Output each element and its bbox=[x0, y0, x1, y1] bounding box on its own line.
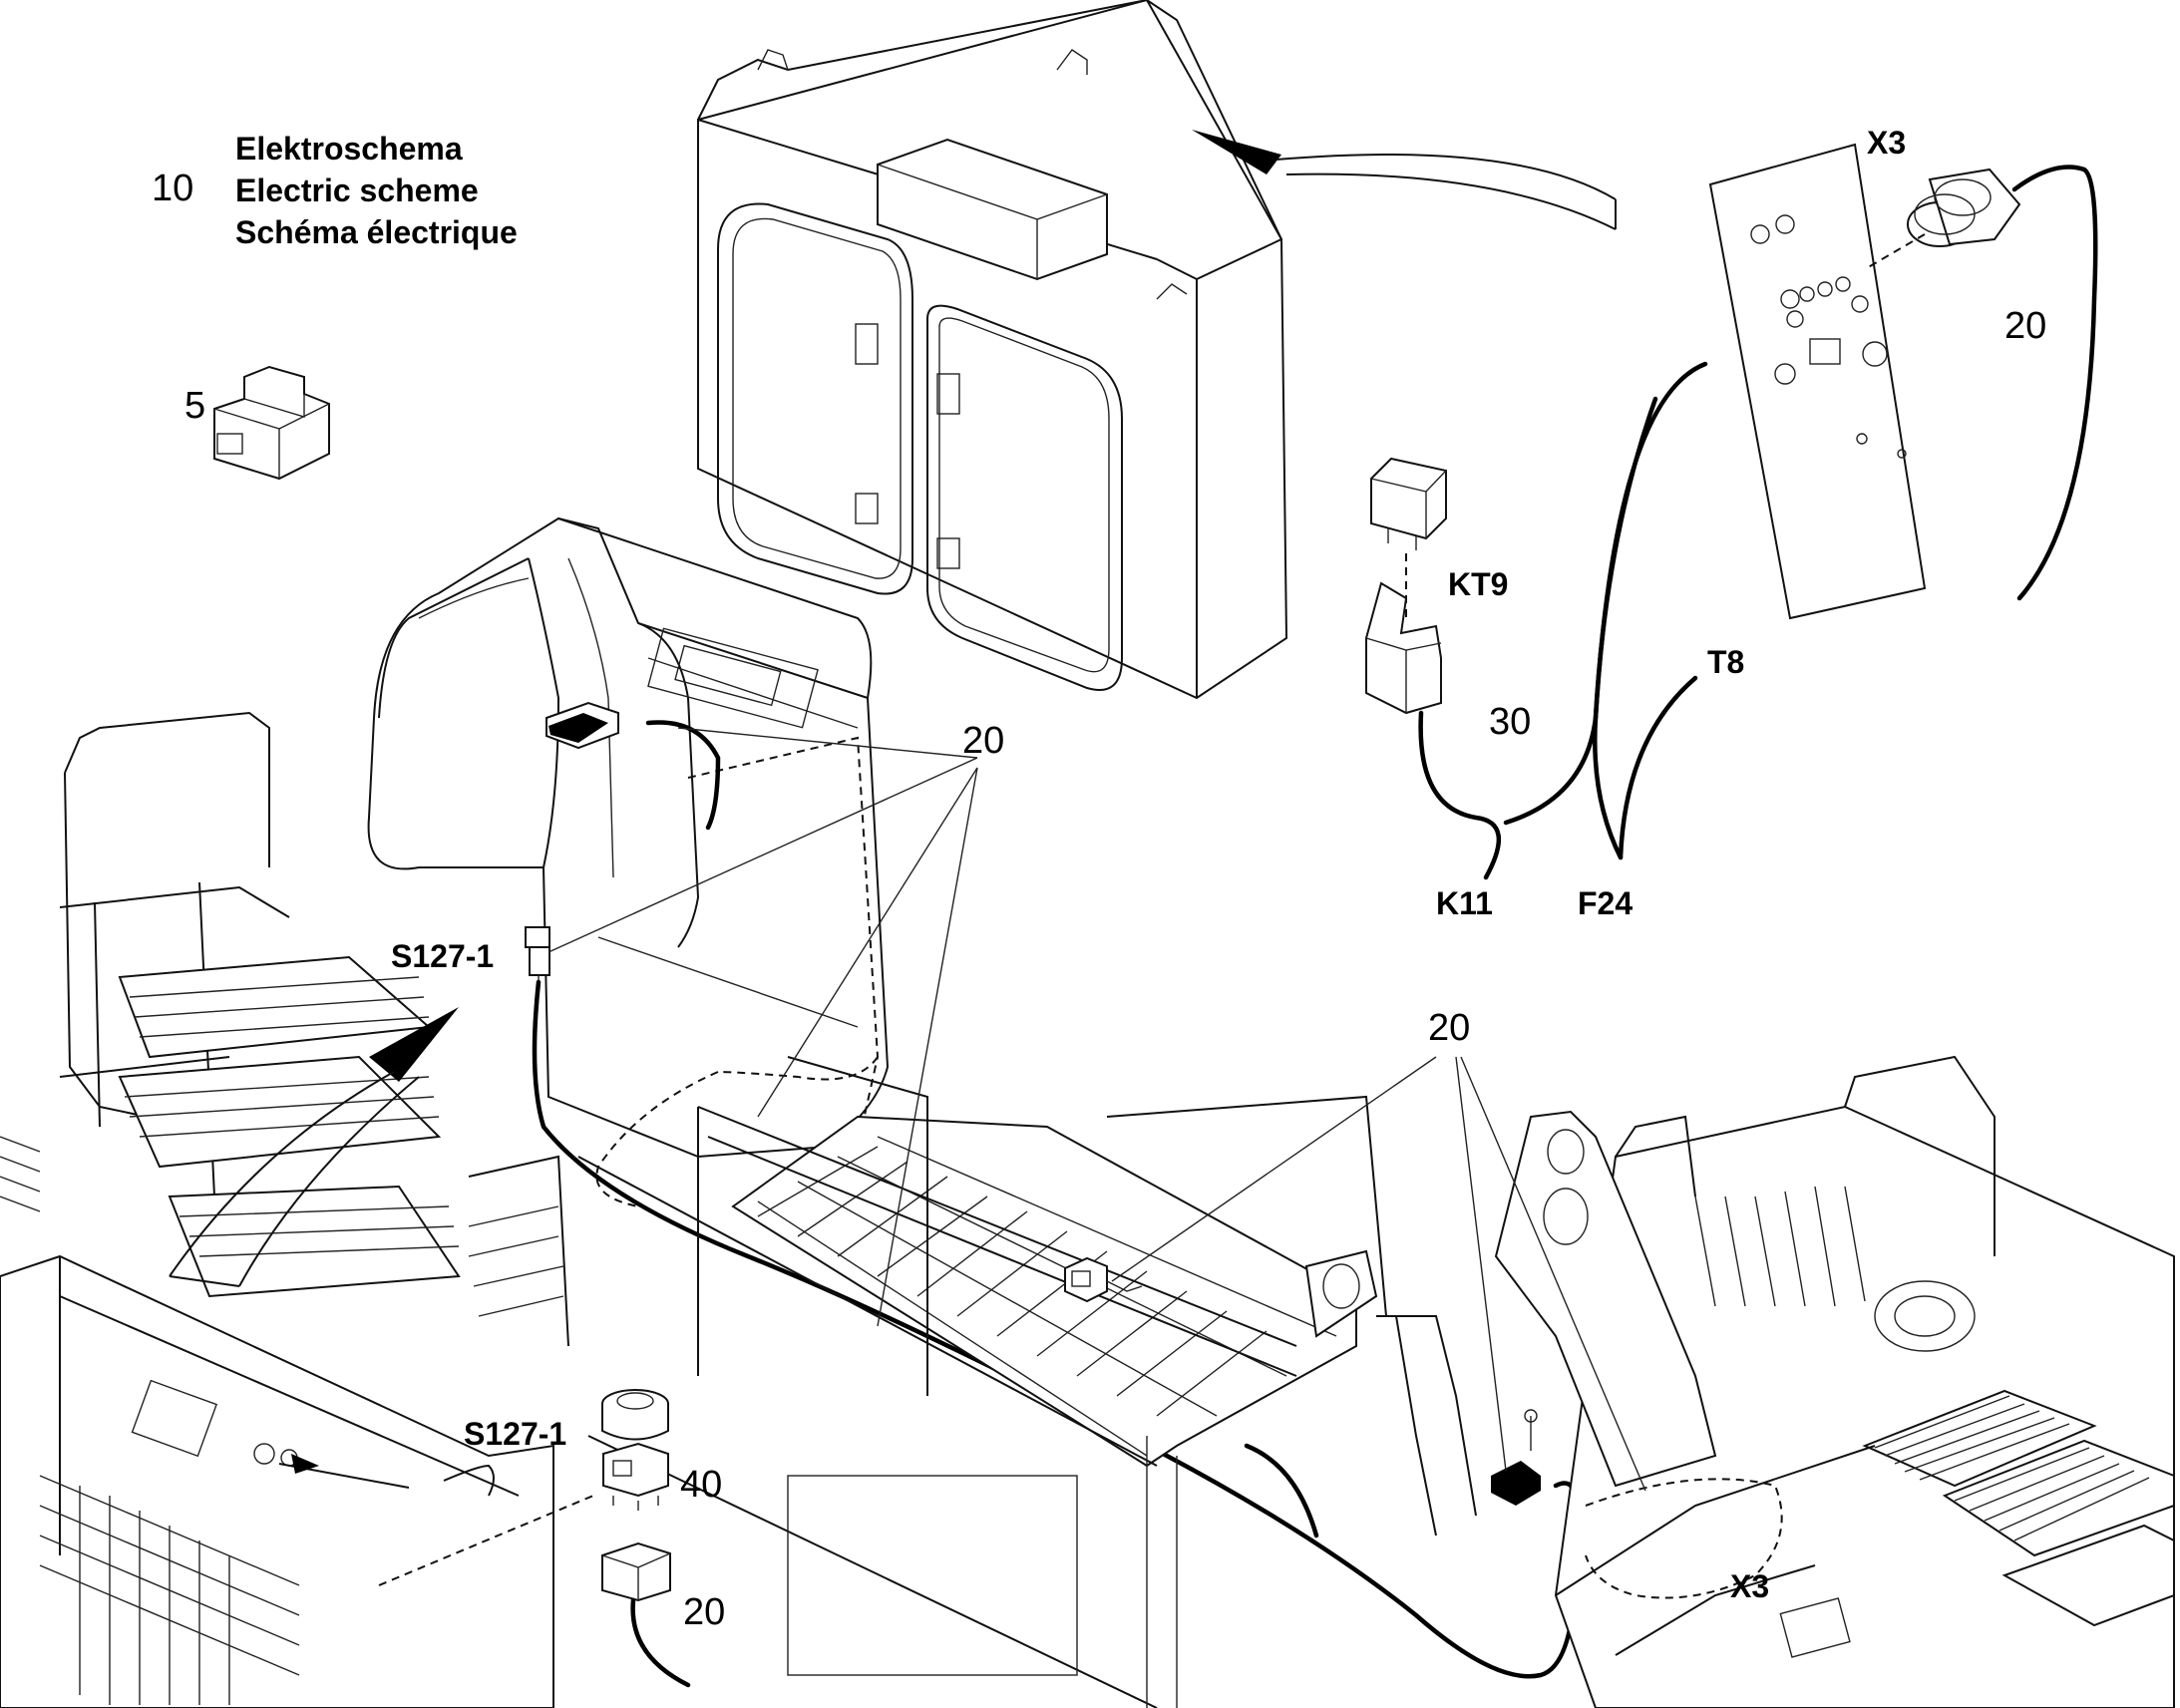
pushbutton-switch-icon bbox=[525, 926, 550, 982]
cable-f24 bbox=[1593, 396, 1658, 860]
callout-s127-detail: S127-1 bbox=[464, 1416, 567, 1452]
callout-main-cable: 20 bbox=[1428, 1007, 1471, 1049]
leader-lines bbox=[547, 727, 1646, 1492]
title-line-fr: Schéma électrique bbox=[235, 214, 518, 250]
machine-deck-icon bbox=[577, 1056, 1387, 1708]
callout-s127-detail-cable: 20 bbox=[683, 1591, 726, 1633]
callout-k11: K11 bbox=[1436, 885, 1493, 921]
callout-x3-top-cable: 20 bbox=[2004, 305, 2047, 347]
callout-s127-cab: S127-1 bbox=[391, 938, 495, 974]
cable-gland-icon bbox=[1864, 168, 2021, 270]
relay-module-icon bbox=[213, 365, 330, 481]
machine-body-icon bbox=[1554, 1055, 2175, 1708]
boom-arm-icon bbox=[1304, 1110, 1717, 1537]
cable-x3-top bbox=[2011, 165, 2098, 601]
pointer-arrow-icon bbox=[1192, 130, 1617, 230]
callout-f24: F24 bbox=[1578, 885, 1634, 921]
operator-cab-icon bbox=[367, 516, 890, 1207]
main-cable bbox=[532, 979, 1579, 1679]
cable-bundle bbox=[1503, 361, 1708, 826]
x3-dashed-route bbox=[1585, 1478, 1783, 1599]
callout-kt9-cable: 30 bbox=[1489, 701, 1532, 743]
pointer-arrow-icon-2 bbox=[169, 1007, 459, 1287]
callout-x3-bottom: X3 bbox=[1730, 1568, 1770, 1604]
connector-plate-icon bbox=[1708, 143, 1927, 620]
boom-switch-icon bbox=[1491, 1409, 1541, 1506]
callout-t8: T8 bbox=[1707, 644, 1745, 680]
callout-item-5: 5 bbox=[184, 385, 206, 427]
callout-kt9: KT9 bbox=[1448, 566, 1509, 602]
pushbutton-detail-icon bbox=[601, 1389, 691, 1688]
title-line-de: Elektroschema bbox=[235, 131, 463, 167]
relay-kt9-icon bbox=[1365, 457, 1447, 715]
callout-x3-top: X3 bbox=[1867, 125, 1907, 161]
cab-switch-icon bbox=[545, 701, 619, 750]
detail-arrowhead-icon bbox=[291, 1454, 319, 1474]
walkway-platform-icon bbox=[59, 711, 569, 1347]
electrical-cabinet-icon bbox=[0, 1254, 594, 1708]
callout-s127-detail-item: 40 bbox=[680, 1464, 723, 1506]
key-switch-icon bbox=[1064, 1256, 1143, 1303]
radiator-fins-icon bbox=[0, 1136, 41, 1212]
cab-cable bbox=[645, 720, 721, 831]
callout-cab-cable: 20 bbox=[962, 720, 1005, 762]
cable-t8 bbox=[1618, 675, 1698, 860]
control-cabinet-icon bbox=[697, 0, 1288, 700]
cable-k11 bbox=[1418, 710, 1502, 880]
cable-branch bbox=[1244, 1443, 1319, 1538]
title-number: 10 bbox=[152, 168, 194, 209]
title-line-en: Electric scheme bbox=[235, 172, 479, 208]
